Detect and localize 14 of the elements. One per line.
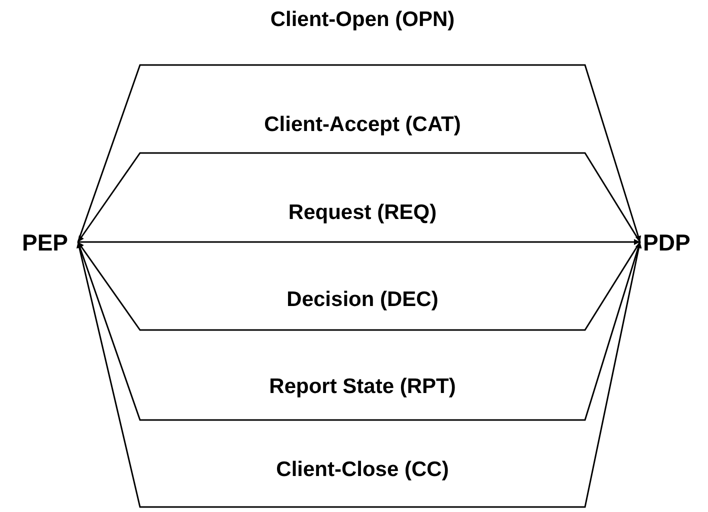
entity-label: PDP xyxy=(643,230,690,256)
arrow xyxy=(77,64,642,242)
edge-label: Request (REQ) xyxy=(287,201,438,225)
edge-label: Client-Open (OPN) xyxy=(269,8,456,32)
arrow xyxy=(78,239,640,245)
arrow xyxy=(77,152,641,242)
edge-label: Client-Close (CC) xyxy=(275,458,450,482)
edge-label: Client-Accept (CAT) xyxy=(263,113,462,137)
edge-label: Report State (RPT) xyxy=(268,375,457,399)
arrow xyxy=(76,242,642,508)
arrow xyxy=(77,242,642,421)
arrow xyxy=(77,242,641,331)
entity-label: PEP xyxy=(22,230,68,256)
edge-label: Decision (DEC) xyxy=(286,288,440,312)
